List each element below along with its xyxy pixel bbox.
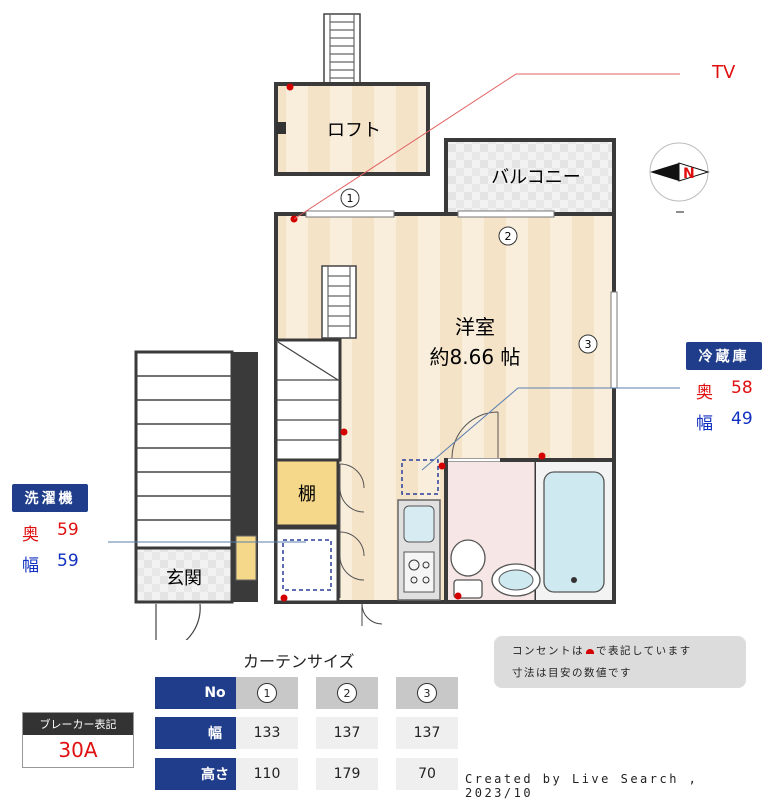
entrance [134, 546, 383, 640]
washer-info: 洗濯機 奥 59 幅 59 [12, 484, 88, 576]
breaker-box: ブレーカー表記 30A [22, 712, 134, 768]
interior-stairs [274, 338, 342, 462]
balcony-label: バルコニー [491, 167, 581, 188]
room-ladder [321, 265, 357, 339]
window-marker-3: 3 [578, 334, 598, 354]
fridge-info: 冷蔵庫 奥 58 幅 49 [686, 342, 762, 434]
fridge-space [401, 459, 439, 495]
outlet-icon [586, 649, 594, 654]
breaker-title: ブレーカー表記 [23, 713, 133, 735]
washer-width-label: 幅 [22, 556, 39, 576]
credit-text: Created by Live Search , 2023/10 [465, 772, 699, 800]
compass-north-label: N [683, 166, 695, 182]
breaker-value: 30A [23, 735, 133, 767]
fridge-width-label: 幅 [696, 414, 713, 434]
note-line-1: コンセントはで表記しています [512, 645, 692, 657]
closet-doors [339, 463, 365, 598]
svg-text:3: 3 [585, 338, 592, 351]
notes-box: コンセントはで表記しています 寸法は目安の数値です [494, 636, 746, 688]
fridge-depth-label: 奥 [696, 383, 713, 403]
curtain-col-3-width: 137 [396, 717, 458, 749]
fridge-depth-row: 奥 58 [696, 378, 762, 403]
compass-icon [649, 142, 710, 213]
loft-room [274, 82, 430, 176]
washer-depth-label: 奥 [22, 525, 39, 545]
curtain-col-3-no: 3 [396, 677, 458, 709]
curtain-col-2-height: 179 [316, 758, 378, 790]
curtain-col-1-width: 133 [236, 717, 298, 749]
svg-text:1: 1 [347, 192, 354, 205]
exterior-stairs [134, 350, 258, 602]
note-line-2: 寸法は目安の数値です [512, 667, 632, 679]
floor-plan: ロフト バルコニー 洋室 約8.66 帖 棚 玄関 1 2 3 TV N [108, 13, 736, 640]
window-marker-2: 2 [498, 226, 518, 246]
entrance-label: 玄関 [166, 568, 202, 589]
washer-space [274, 526, 340, 604]
loft-label: ロフト [327, 120, 381, 141]
curtain-col-1-height: 110 [236, 758, 298, 790]
western-room-label: 洋室 [455, 315, 495, 339]
washer-depth-value: 59 [57, 520, 79, 540]
leader-lines [108, 73, 680, 543]
curtain-col-2-no: 2 [316, 677, 378, 709]
curtain-title: カーテンサイズ [243, 652, 355, 671]
curtain-col-3-height: 70 [396, 758, 458, 790]
washer-width-value: 59 [57, 551, 79, 571]
fridge-depth-value: 58 [731, 378, 753, 398]
shelf [274, 458, 340, 528]
fridge-width-row: 幅 49 [696, 409, 762, 434]
bathroom [444, 411, 616, 604]
window-marker-1: 1 [340, 188, 360, 208]
curtain-col-2-width: 137 [316, 717, 378, 749]
shelf-label: 棚 [298, 484, 316, 505]
kitchen [397, 499, 441, 601]
fridge-title: 冷蔵庫 [686, 342, 762, 370]
fridge-width-value: 49 [731, 409, 753, 429]
tv-label: TV [711, 62, 736, 83]
western-room-size: 約8.66 帖 [430, 345, 521, 369]
washer-title: 洗濯機 [12, 484, 88, 512]
washer-depth-row: 奥 59 [22, 520, 88, 545]
curtain-col-1-no: 1 [236, 677, 298, 709]
loft-ladder [323, 13, 361, 85]
svg-text:2: 2 [505, 230, 512, 243]
washer-width-row: 幅 59 [22, 551, 88, 576]
